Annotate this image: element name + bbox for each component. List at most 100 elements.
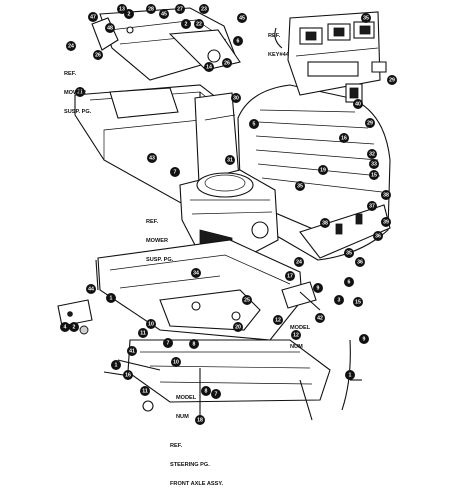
callout-9: 9 bbox=[359, 334, 369, 344]
callout-6: 6 bbox=[233, 36, 243, 46]
callout-45: 45 bbox=[159, 9, 169, 19]
svg-text:35: 35 bbox=[297, 183, 303, 189]
callout-31: 31 bbox=[225, 155, 235, 165]
ref-line: FRONT AXLE ASSY. bbox=[170, 481, 224, 488]
svg-text:42: 42 bbox=[317, 315, 323, 321]
svg-text:23: 23 bbox=[201, 6, 207, 12]
callout-23: 23 bbox=[199, 4, 209, 14]
svg-text:7: 7 bbox=[215, 391, 218, 397]
callout-3: 3 bbox=[334, 295, 344, 305]
svg-text:24: 24 bbox=[68, 43, 74, 49]
svg-text:16: 16 bbox=[341, 135, 347, 141]
ref-line: MODEL bbox=[176, 394, 197, 401]
callout-28: 28 bbox=[146, 4, 156, 14]
callout-2: 2 bbox=[181, 19, 191, 29]
svg-text:34: 34 bbox=[193, 270, 199, 276]
callout-7: 7 bbox=[170, 167, 180, 177]
svg-text:45: 45 bbox=[239, 15, 245, 21]
svg-text:33: 33 bbox=[371, 161, 377, 167]
callout-32: 32 bbox=[367, 149, 377, 159]
svg-text:48: 48 bbox=[107, 25, 113, 31]
svg-text:38: 38 bbox=[322, 220, 328, 226]
svg-text:31: 31 bbox=[227, 157, 233, 163]
svg-text:15: 15 bbox=[355, 299, 361, 305]
callout-5: 5 bbox=[249, 119, 259, 129]
svg-text:15: 15 bbox=[371, 172, 377, 178]
ref-line: REF. bbox=[64, 70, 77, 77]
svg-text:41: 41 bbox=[129, 348, 135, 354]
ref-model-b: MODEL NUM bbox=[176, 382, 196, 427]
svg-text:26: 26 bbox=[95, 52, 101, 58]
callout-33: 33 bbox=[369, 159, 379, 169]
callout-24: 24 bbox=[294, 257, 304, 267]
callout-44: 44 bbox=[86, 284, 96, 294]
svg-text:7: 7 bbox=[167, 340, 170, 346]
callout-24: 24 bbox=[66, 41, 76, 51]
dash-support-bracket bbox=[91, 7, 241, 81]
svg-text:2: 2 bbox=[185, 21, 188, 27]
callout-17: 17 bbox=[285, 271, 295, 281]
svg-text:6: 6 bbox=[237, 38, 240, 44]
svg-text:45: 45 bbox=[161, 11, 167, 17]
callout-29: 29 bbox=[387, 75, 397, 85]
callout-16: 16 bbox=[339, 133, 349, 143]
callout-34: 34 bbox=[191, 268, 201, 278]
callout-6: 6 bbox=[344, 277, 354, 287]
svg-text:14: 14 bbox=[206, 64, 212, 70]
svg-text:17: 17 bbox=[287, 273, 293, 279]
callout-43: 43 bbox=[147, 153, 157, 163]
callout-48: 48 bbox=[105, 23, 115, 33]
ref-model-a: MODEL NUM bbox=[290, 312, 310, 357]
callout-18: 18 bbox=[195, 415, 205, 425]
svg-text:12: 12 bbox=[275, 317, 281, 323]
svg-text:12: 12 bbox=[293, 332, 299, 338]
callout-10: 10 bbox=[171, 357, 181, 367]
ref-steering: REF. STEERING PG. FRONT AXLE ASSY. bbox=[170, 430, 223, 494]
callout-47: 47 bbox=[88, 12, 98, 22]
ref-mower-susp-top: REF. MOWER SUSP. PG. bbox=[64, 58, 91, 122]
callout-36: 36 bbox=[373, 231, 383, 241]
svg-text:29: 29 bbox=[367, 120, 373, 126]
callout-1: 1 bbox=[111, 360, 121, 370]
svg-text:1: 1 bbox=[349, 372, 352, 378]
svg-text:8: 8 bbox=[193, 341, 196, 347]
callout-38: 38 bbox=[320, 218, 330, 228]
callout-27: 27 bbox=[175, 4, 185, 14]
callout-21: 21 bbox=[75, 87, 85, 97]
ref-line: SUSP. PG. bbox=[146, 257, 174, 264]
callout-8: 8 bbox=[189, 339, 199, 349]
callout-1: 1 bbox=[106, 293, 116, 303]
callout-1: 1 bbox=[345, 370, 355, 380]
callout-35: 35 bbox=[295, 181, 305, 191]
callout-45: 45 bbox=[237, 13, 247, 23]
svg-text:7: 7 bbox=[174, 169, 177, 175]
svg-text:27: 27 bbox=[177, 6, 183, 12]
callout-42: 42 bbox=[315, 313, 325, 323]
svg-text:47: 47 bbox=[90, 14, 96, 20]
ref-line: REF. bbox=[146, 218, 159, 225]
callout-11: 11 bbox=[138, 328, 148, 338]
svg-text:44: 44 bbox=[88, 286, 94, 292]
callout-15: 15 bbox=[369, 170, 379, 180]
svg-text:36: 36 bbox=[357, 259, 363, 265]
ref-line: MOWER bbox=[64, 90, 87, 97]
callout-2: 2 bbox=[124, 9, 134, 19]
callout-7: 7 bbox=[163, 338, 173, 348]
svg-text:10: 10 bbox=[173, 359, 179, 365]
loose-parts bbox=[57, 299, 362, 412]
svg-text:2: 2 bbox=[128, 11, 131, 17]
svg-text:24: 24 bbox=[296, 259, 302, 265]
svg-text:22: 22 bbox=[196, 21, 202, 27]
svg-text:9: 9 bbox=[363, 336, 366, 342]
svg-text:4: 4 bbox=[64, 324, 67, 330]
svg-text:37: 37 bbox=[369, 203, 375, 209]
svg-text:16: 16 bbox=[125, 372, 131, 378]
ref-line: NUM bbox=[290, 344, 303, 351]
callout-22: 22 bbox=[194, 19, 204, 29]
ref-line: SUSP. PG. bbox=[64, 109, 92, 116]
ref-line: NUM bbox=[176, 414, 189, 421]
svg-text:6: 6 bbox=[348, 279, 351, 285]
callout-26: 26 bbox=[93, 50, 103, 60]
ref-line: STEERING PG. bbox=[170, 462, 210, 469]
callout-11: 11 bbox=[140, 386, 150, 396]
